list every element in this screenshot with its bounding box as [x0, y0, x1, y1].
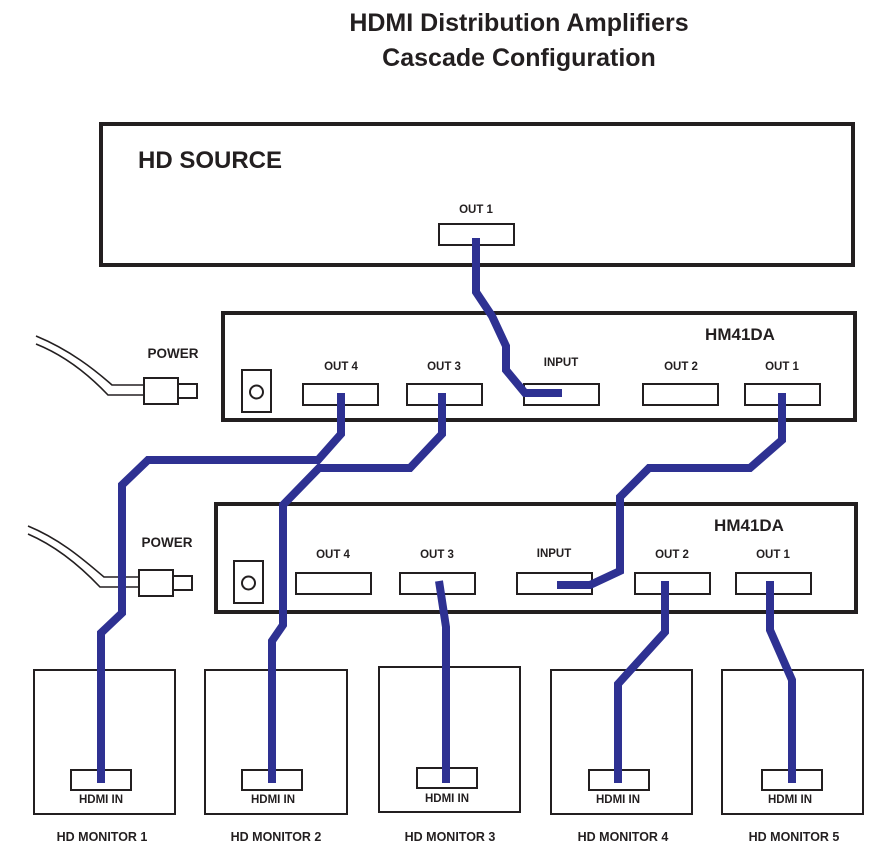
amp1-input-label: INPUT: [544, 357, 579, 369]
hd-source-label: HD SOURCE: [138, 147, 282, 174]
amp2-power-cord: POWER: [27, 525, 193, 597]
monitor3-hdmi-in-label: HDMI IN: [425, 793, 469, 805]
amp1-power-jack-hole: [249, 384, 264, 400]
amp2-power-jack-hole: [241, 575, 256, 591]
monitor4-name: HD MONITOR 4: [578, 830, 669, 844]
cable-amp2-out2-to-monitor4: [614, 581, 669, 783]
amp1-out4-label: OUT 4: [324, 361, 358, 373]
cable-source-to-amp1-input: [472, 238, 562, 397]
hd-monitor-2: HDMI IN HD MONITOR 2: [204, 669, 348, 844]
amp2-out1-label: OUT 1: [756, 549, 790, 561]
amp1-power-cord: POWER: [35, 335, 199, 405]
amp1-out2-label: OUT 2: [664, 361, 698, 373]
amp1-model-label: HM41DA: [705, 325, 775, 344]
amp1-power-label: POWER: [147, 346, 198, 361]
monitor4-hdmi-in-label: HDMI IN: [596, 794, 640, 806]
amplifier-2: HM41DA OUT 4 OUT 3 INPUT OUT 2 OUT 1: [214, 502, 858, 614]
amp2-power-label: POWER: [141, 535, 192, 550]
amp1-power-plug-tip: [177, 383, 198, 399]
monitor3-name: HD MONITOR 3: [405, 830, 496, 844]
amp2-power-plug: [138, 569, 174, 597]
cable-amp2-out3-to-monitor3: [435, 580, 450, 783]
diagram-title-line2: Cascade Configuration: [382, 44, 656, 72]
amp2-input-label: INPUT: [537, 548, 572, 560]
monitor2-hdmi-in-label: HDMI IN: [251, 794, 295, 806]
amp1-out2-port: [642, 383, 719, 406]
cable-amp1-out1-to-amp2-input: [557, 393, 786, 589]
amp1-out3-label: OUT 3: [427, 361, 461, 373]
monitor1-hdmi-in-label: HDMI IN: [79, 794, 123, 806]
amp2-out4-label: OUT 4: [316, 549, 350, 561]
source-out1-label: OUT 1: [459, 204, 493, 216]
diagram-title-line1: HDMI Distribution Amplifiers: [349, 9, 688, 37]
monitor1-name: HD MONITOR 1: [57, 830, 148, 844]
monitor2-name: HD MONITOR 2: [231, 830, 322, 844]
amp2-power-plug-tip: [172, 575, 193, 591]
amp1-power-plug: [143, 377, 179, 405]
amp1-out1-label: OUT 1: [765, 361, 799, 373]
amp2-out2-port: [634, 572, 711, 595]
amp2-out3-label: OUT 3: [420, 549, 454, 561]
amplifier-1: HM41DA OUT 4 OUT 3 INPUT OUT 2 OUT 1: [221, 311, 857, 422]
monitor5-hdmi-in-label: HDMI IN: [768, 794, 812, 806]
cable-amp1-out4-to-monitor1: [97, 393, 345, 783]
amp2-out4-port: [295, 572, 372, 595]
monitor5-name: HD MONITOR 5: [749, 830, 840, 844]
amp2-model-label: HM41DA: [714, 516, 784, 535]
amp2-out2-label: OUT 2: [655, 549, 689, 561]
cable-amp2-out1-to-monitor5: [766, 581, 796, 783]
cable-amp1-out3-to-monitor2: [268, 393, 446, 783]
amp2-power-jack: [233, 560, 264, 604]
hdmi-cables: [97, 238, 796, 783]
